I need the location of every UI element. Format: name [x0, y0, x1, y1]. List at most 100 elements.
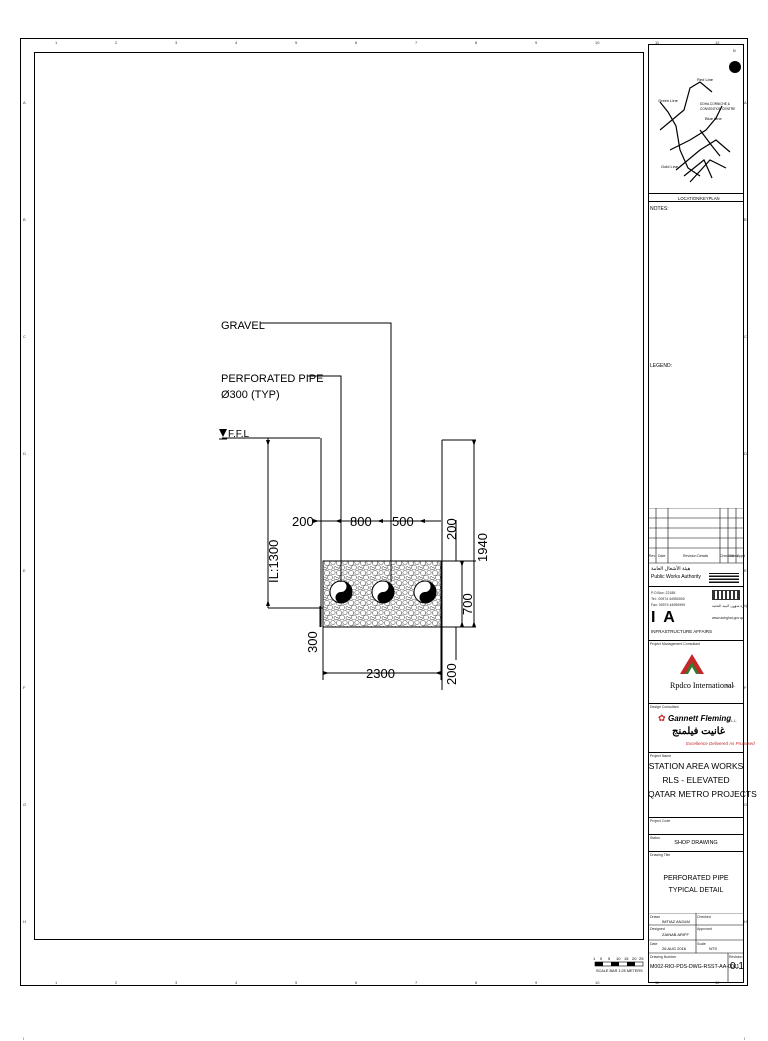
border-number-top: 11 — [655, 40, 660, 45]
pmc-name: Rpdco International — [670, 681, 734, 690]
ia-logo: I A — [651, 609, 677, 626]
drawing-title-label: Drawing Title — [650, 853, 671, 857]
border-number-top: 7 — [415, 40, 418, 45]
border-number-bottom: 1 — [55, 980, 58, 985]
border-letter-left: D — [23, 451, 26, 456]
border-letter-left: F — [23, 685, 26, 690]
project-code-label: Project Code — [650, 819, 671, 823]
drawing-title-line-2: TYPICAL DETAIL — [668, 887, 724, 894]
drawing-number: M002-RIO-PDS-DWG-RSST-AA-0011 — [650, 964, 740, 970]
border-letter-right: C — [744, 334, 747, 339]
doha-corniche-label: DOHA CORNICHE & — [700, 102, 731, 106]
border-letter-right: H — [744, 919, 747, 924]
border-letter-right: F — [744, 685, 747, 690]
dim-1940: 1940 — [475, 533, 490, 562]
designed-value: ZAINAB ARIFF — [662, 932, 689, 937]
border-number-top: 5 — [295, 40, 298, 45]
rev-col-details: Revision Details — [683, 554, 709, 558]
drawing-number-label: Drawing Number — [650, 955, 677, 959]
dim-700: 700 — [460, 593, 475, 615]
address-line-3: Fax: 00974 44950999 — [651, 603, 686, 607]
key-plan-panel — [648, 44, 744, 194]
revision-label: Revision — [729, 955, 743, 959]
border-letter-left: C — [23, 334, 26, 339]
status-value: SHOP DRAWING — [674, 840, 718, 846]
drawing-area-border — [34, 52, 644, 940]
rpdco-logo-icon — [680, 654, 704, 674]
svg-text:15: 15 — [624, 956, 629, 961]
border-letter-left: H — [23, 919, 26, 924]
project-name-line-1: STATION AREA WORKS — [648, 761, 744, 771]
border-number-bottom: 7 — [415, 980, 418, 985]
border-number-top: 1 — [55, 40, 58, 45]
border-letter-right: G — [744, 802, 748, 807]
pipe-diameter-label: Ø300 (TYP) — [221, 389, 280, 401]
qatar-arabic-text: إدارة شؤون البنية التحتية — [712, 604, 748, 608]
svg-text:10: 10 — [616, 956, 621, 961]
scale-value: NTS — [709, 946, 717, 951]
scale-bar — [594, 961, 644, 967]
dim-il-1300: IL:1300 — [266, 540, 281, 583]
gf-tagline: Excellence Delivered As Promised — [686, 741, 755, 746]
doha-corniche-label-2: CONVENTION CENTRE — [700, 107, 735, 111]
pmc-suffix: W.L.L. — [726, 684, 736, 688]
border-number-top: 2 — [115, 40, 118, 45]
border-number-top: 9 — [535, 40, 538, 45]
border-number-bottom: 9 — [535, 980, 538, 985]
rev-col-rev: Rev — [649, 554, 656, 558]
drawn-value: IMTIAZ ANJUM — [662, 919, 690, 924]
pipe-left — [329, 580, 353, 604]
border-letter-right: A — [744, 100, 747, 105]
checked-label: Checked — [697, 915, 711, 919]
website: www.ashghal.gov.qa — [712, 616, 744, 620]
north-arrow-icon — [729, 61, 741, 73]
gf-arabic: غانيت فيلمنج — [672, 726, 726, 737]
gold-line-label: Gold Line — [661, 164, 679, 169]
border-number-top: 8 — [475, 40, 478, 45]
revision-value: 0.1 — [730, 961, 744, 972]
border-letter-right: B — [744, 217, 747, 222]
ffl-marker-icon — [219, 429, 227, 437]
scale-bar-caption: SCALE BAR 1:25 METERS — [596, 969, 643, 973]
dim-800: 800 — [350, 514, 372, 529]
border-number-bottom: 6 — [355, 980, 358, 985]
pmc-label: Project Management Consultant — [650, 642, 700, 646]
authority-arabic: هيئة الأشغال العامة — [651, 566, 691, 572]
border-number-top: 3 — [175, 40, 178, 45]
border-number-bottom: 8 — [475, 980, 478, 985]
design-consultant-label: Design Consultant — [650, 705, 679, 709]
border-letter-left: I — [23, 1036, 25, 1041]
border-letter-right: D — [744, 451, 747, 456]
border-number-bottom: 4 — [235, 980, 238, 985]
rev-col-appd: Appd — [737, 554, 746, 558]
svg-text:0: 0 — [600, 956, 603, 961]
status-label: Status — [650, 836, 660, 840]
border-number-top: 10 — [595, 40, 600, 45]
key-plan-map — [659, 81, 731, 183]
perforated-pipe-label: PERFORATED PIPE — [221, 373, 323, 385]
pipe-middle — [371, 580, 395, 604]
scale-bar-numbers: 1 0 5 10 15 20 25 — [593, 956, 644, 961]
dim-2300: 2300 — [366, 666, 395, 681]
border-letter-left: A — [23, 100, 26, 105]
border-number-top: 12 — [715, 40, 720, 45]
title-block — [648, 44, 744, 983]
gravel-label: GRAVEL — [221, 320, 265, 332]
border-letter-right: I — [744, 1036, 746, 1041]
border-number-bottom: 3 — [175, 980, 178, 985]
svg-text:5: 5 — [608, 956, 611, 961]
designed-label: Designed — [650, 927, 665, 931]
gf-name: Gannett Fleming — [668, 714, 732, 723]
revision-table — [648, 508, 744, 564]
rev-col-client: Client — [729, 554, 738, 558]
approved-label: Approved — [697, 927, 712, 931]
drawing-title-line-1: PERFORATED PIPE — [663, 875, 729, 882]
dim-200-left: 200 — [292, 514, 314, 529]
border-number-bottom: 2 — [115, 980, 118, 985]
border-number-top: 6 — [355, 40, 358, 45]
ashghal-wordmark-icon — [712, 590, 740, 600]
blue-line-label: Blue Line — [705, 116, 722, 121]
green-line-label: Green Line — [658, 98, 679, 103]
dim-200-bottom: 200 — [444, 663, 459, 685]
